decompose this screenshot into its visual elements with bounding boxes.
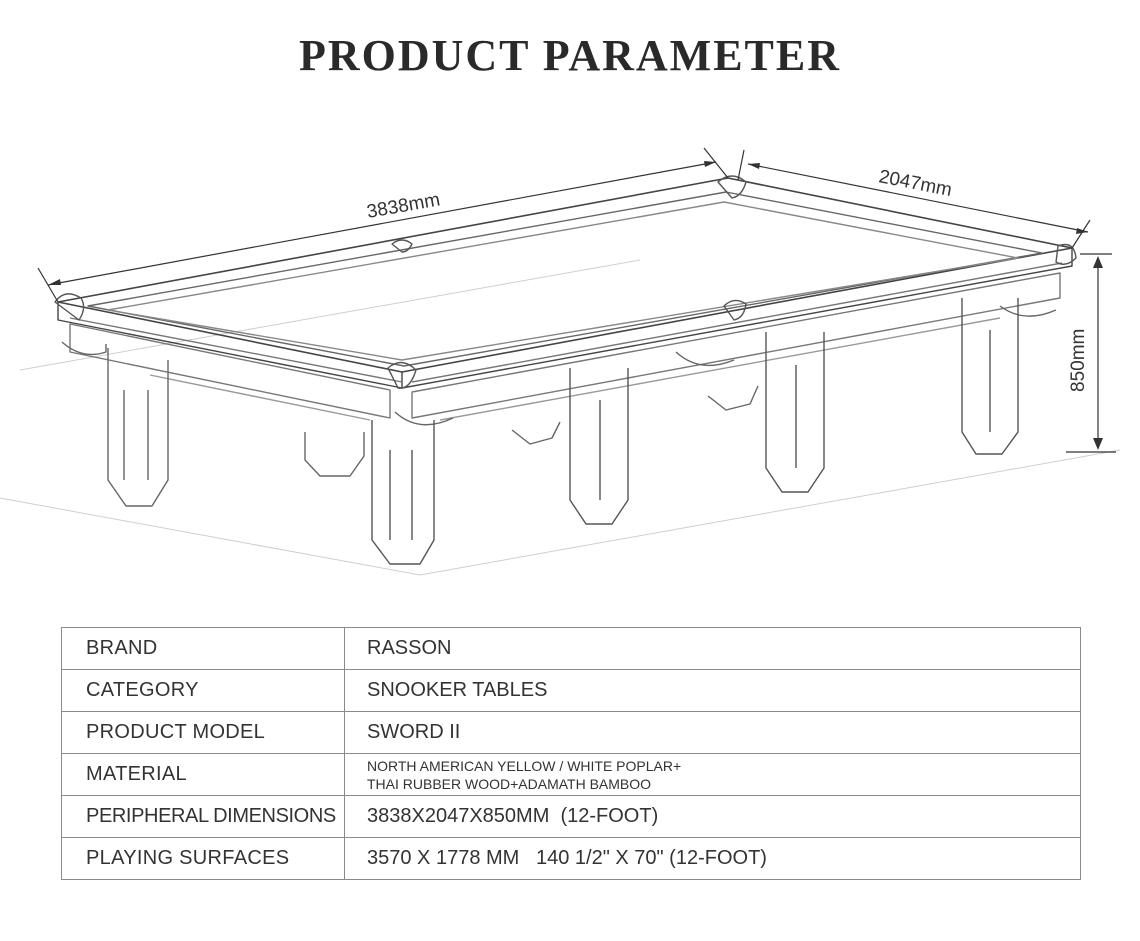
spec-value: NORTH AMERICAN YELLOW / WHITE POPLAR+ TH…	[344, 753, 1081, 796]
spec-value: SNOOKER TABLES	[344, 669, 1081, 712]
spec-label: CATEGORY	[61, 669, 345, 712]
spec-row-brand: BRAND RASSON	[61, 627, 1081, 670]
spec-value: RASSON	[344, 627, 1081, 670]
spec-label: BRAND	[61, 627, 345, 670]
spec-value: SWORD II	[344, 711, 1081, 754]
spec-table: BRAND RASSON CATEGORY SNOOKER TABLES PRO…	[61, 627, 1081, 880]
height-dimension-label: 850mm	[1068, 329, 1089, 392]
spec-row-playing-surfaces: PLAYING SURFACES 3570 X 1778 MM 140 1/2"…	[61, 837, 1081, 880]
table-line-drawing: 3838mm 2047mm 850mm	[0, 147, 1121, 576]
spec-row-category: CATEGORY SNOOKER TABLES	[61, 669, 1081, 712]
spec-label: PRODUCT MODEL	[61, 711, 345, 754]
width-dimension-label: 2047mm	[877, 166, 954, 201]
spec-row-material: MATERIAL NORTH AMERICAN YELLOW / WHITE P…	[61, 753, 1081, 796]
spec-value: 3838X2047X850MM (12-FOOT)	[344, 795, 1081, 838]
spec-label: PLAYING SURFACES	[61, 837, 345, 880]
spec-label: PERIPHERAL DIMENSIONS	[61, 795, 345, 838]
length-dimension-label: 3838mm	[365, 189, 441, 223]
spec-row-product-model: PRODUCT MODEL SWORD II	[61, 711, 1081, 754]
spec-row-peripheral-dimensions: PERIPHERAL DIMENSIONS 3838X2047X850MM (1…	[61, 795, 1081, 838]
spec-value: 3570 X 1778 MM 140 1/2" X 70" (12-FOOT)	[344, 837, 1081, 880]
spec-label: MATERIAL	[61, 753, 345, 796]
material-line: NORTH AMERICAN YELLOW / WHITE POPLAR+	[367, 757, 682, 774]
page-title: PRODUCT PARAMETER	[298, 31, 842, 80]
material-line: THAI RUBBER WOOD+ADAMATH BAMBOO	[367, 775, 652, 792]
snooker-table-drawing: 3838mm 2047mm 850mm	[0, 120, 1140, 600]
